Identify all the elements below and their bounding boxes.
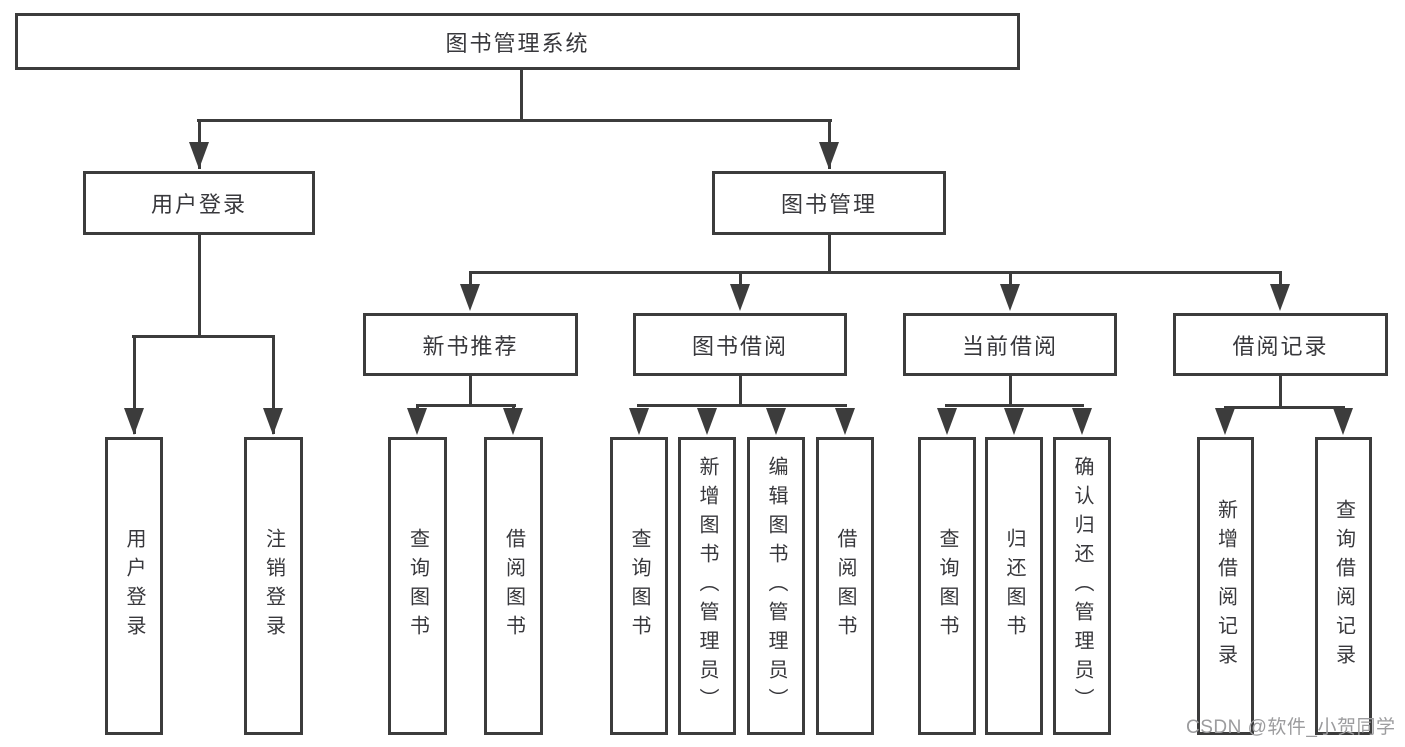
leaf-user-login: 用户登录	[105, 437, 163, 735]
connector-stem	[1279, 376, 1282, 408]
connector-stem	[520, 70, 523, 120]
connector-rail	[197, 119, 832, 122]
node-book-borrowing: 图书借阅	[633, 313, 847, 376]
leaf-query-books-borrowing-label: 查询图书	[628, 528, 650, 644]
node-library-management-system: 图书管理系统	[15, 13, 1020, 70]
arrow-down-icon	[629, 408, 649, 435]
arrow-down-icon	[263, 408, 283, 435]
leaf-query-books-recommend: 查询图书	[388, 437, 447, 735]
connector-stem	[1009, 271, 1012, 293]
arrow-down-icon	[189, 142, 209, 169]
leaf-logout: 注销登录	[244, 437, 303, 735]
connector-rail	[469, 271, 1282, 274]
arrow-down-icon	[766, 408, 786, 435]
node-new-book-recommendation: 新书推荐	[363, 313, 578, 376]
leaf-borrow-books-recommend-label: 借阅图书	[502, 528, 525, 644]
connector-stem	[828, 235, 831, 273]
leaf-return-books-label: 归还图书	[1003, 528, 1025, 644]
connector-rail	[637, 404, 847, 407]
leaf-query-borrow-record: 查询借阅记录	[1315, 437, 1372, 735]
leaf-return-books: 归还图书	[985, 437, 1043, 735]
arrow-down-icon	[407, 408, 427, 435]
leaf-add-books-admin: 新增图书（管理员）	[678, 437, 736, 735]
node-book-management: 图书管理	[712, 171, 946, 235]
connector-stem	[198, 235, 201, 337]
connector-stem	[469, 271, 472, 293]
node-current-borrowing: 当前借阅	[903, 313, 1117, 376]
arrow-down-icon	[1004, 408, 1024, 435]
arrow-down-icon	[460, 284, 480, 311]
csdn-watermark: CSDN @软件_小贺同学	[1186, 717, 1396, 738]
leaf-query-books-borrowing: 查询图书	[610, 437, 668, 735]
connector-stem	[739, 271, 742, 293]
leaf-add-borrow-record: 新增借阅记录	[1197, 437, 1254, 735]
leaf-logout-label: 注销登录	[262, 528, 285, 644]
leaf-add-borrow-record-label: 新增借阅记录	[1214, 499, 1237, 673]
leaf-query-books-recommend-label: 查询图书	[406, 528, 429, 644]
leaf-borrow-books-label: 借阅图书	[834, 528, 856, 644]
arrow-down-icon	[730, 284, 750, 311]
leaf-edit-books-admin: 编辑图书（管理员）	[747, 437, 805, 735]
arrow-down-icon	[1215, 408, 1235, 435]
arrow-down-icon	[1072, 408, 1092, 435]
leaf-confirm-return-admin: 确认归还（管理员）	[1053, 437, 1111, 735]
arrow-down-icon	[937, 408, 957, 435]
connector-rail	[132, 335, 275, 338]
connector-stem	[133, 335, 136, 434]
arrow-down-icon	[1000, 284, 1020, 311]
connector-rail	[945, 404, 1084, 407]
arrow-down-icon	[1270, 284, 1290, 311]
node-user-login: 用户登录	[83, 171, 315, 235]
leaf-borrow-books: 借阅图书	[816, 437, 874, 735]
leaf-add-books-admin-label: 新增图书（管理员）	[696, 455, 718, 717]
connector-stem	[739, 376, 742, 406]
connector-rail	[1224, 406, 1345, 409]
connector-stem	[1279, 271, 1282, 293]
connector-rail	[416, 404, 516, 407]
connector-stem	[272, 335, 275, 434]
arrow-down-icon	[835, 408, 855, 435]
arrow-down-icon	[124, 408, 144, 435]
leaf-query-borrow-record-label: 查询借阅记录	[1332, 499, 1355, 673]
arrow-down-icon	[1333, 408, 1353, 435]
arrow-down-icon	[819, 142, 839, 169]
node-borrowing-records: 借阅记录	[1173, 313, 1388, 376]
connector-stem	[1009, 376, 1012, 406]
leaf-user-login-label: 用户登录	[123, 528, 145, 644]
leaf-borrow-books-recommend: 借阅图书	[484, 437, 543, 735]
connector-stem	[469, 376, 472, 406]
leaf-query-books-current: 查询图书	[918, 437, 976, 735]
leaf-edit-books-admin-label: 编辑图书（管理员）	[765, 455, 787, 717]
leaf-query-books-current-label: 查询图书	[936, 528, 958, 644]
arrow-down-icon	[697, 408, 717, 435]
arrow-down-icon	[503, 408, 523, 435]
leaf-confirm-return-admin-label: 确认归还（管理员）	[1071, 455, 1093, 717]
